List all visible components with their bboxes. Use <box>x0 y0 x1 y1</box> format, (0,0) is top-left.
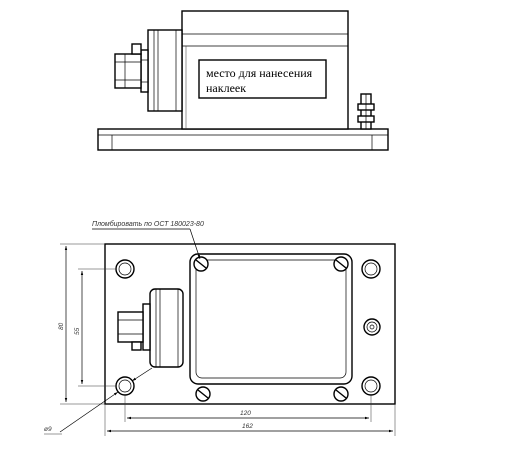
dim-width-outer: 162 <box>104 404 396 436</box>
dim-height-holes: 55 <box>74 268 116 387</box>
dim-hole-diameter-text: ø9 <box>44 426 52 433</box>
top-connector <box>117 288 184 368</box>
side-base-plate <box>97 128 389 151</box>
dim-width-holes-text: 120 <box>240 410 251 417</box>
seal-callout: Пломбировать по ОСТ 180023-80 <box>92 220 204 260</box>
side-ground-terminal <box>357 93 375 130</box>
top-housing <box>189 253 353 385</box>
lid-screw-tl <box>193 256 209 272</box>
dim-width-holes: 120 <box>124 395 372 422</box>
top-view: Пломбировать по ОСТ 180023-80 80 55 120 <box>44 220 396 436</box>
dim-hole-diameter: ø9 <box>44 367 153 435</box>
side-connector-flange <box>147 29 183 112</box>
dim-width-outer-text: 162 <box>242 423 253 430</box>
dim-height-outer-text: 80 <box>58 322 65 330</box>
mounting-hole-tr <box>361 259 381 279</box>
mounting-hole-bl <box>115 376 135 396</box>
lid-screw-bl <box>195 386 211 402</box>
mounting-hole-tl <box>115 259 135 279</box>
lid-screw-br <box>333 386 349 402</box>
dim-height-holes-text: 55 <box>74 327 81 335</box>
lid-screw-tr <box>333 256 349 272</box>
mounting-hole-br <box>361 376 381 396</box>
side-connector-plug <box>114 53 142 89</box>
seal-callout-text: Пломбировать по ОСТ 180023-80 <box>92 220 204 228</box>
top-ground-terminal <box>363 318 381 336</box>
sticker-area: место для нанесения наклеек <box>198 59 327 99</box>
sticker-area-text-2: наклеек <box>206 81 246 95</box>
dim-height-outer: 80 <box>58 243 105 405</box>
side-view: место для нанесения наклеек <box>97 10 389 151</box>
sticker-area-text-1: место для нанесения <box>206 66 313 80</box>
